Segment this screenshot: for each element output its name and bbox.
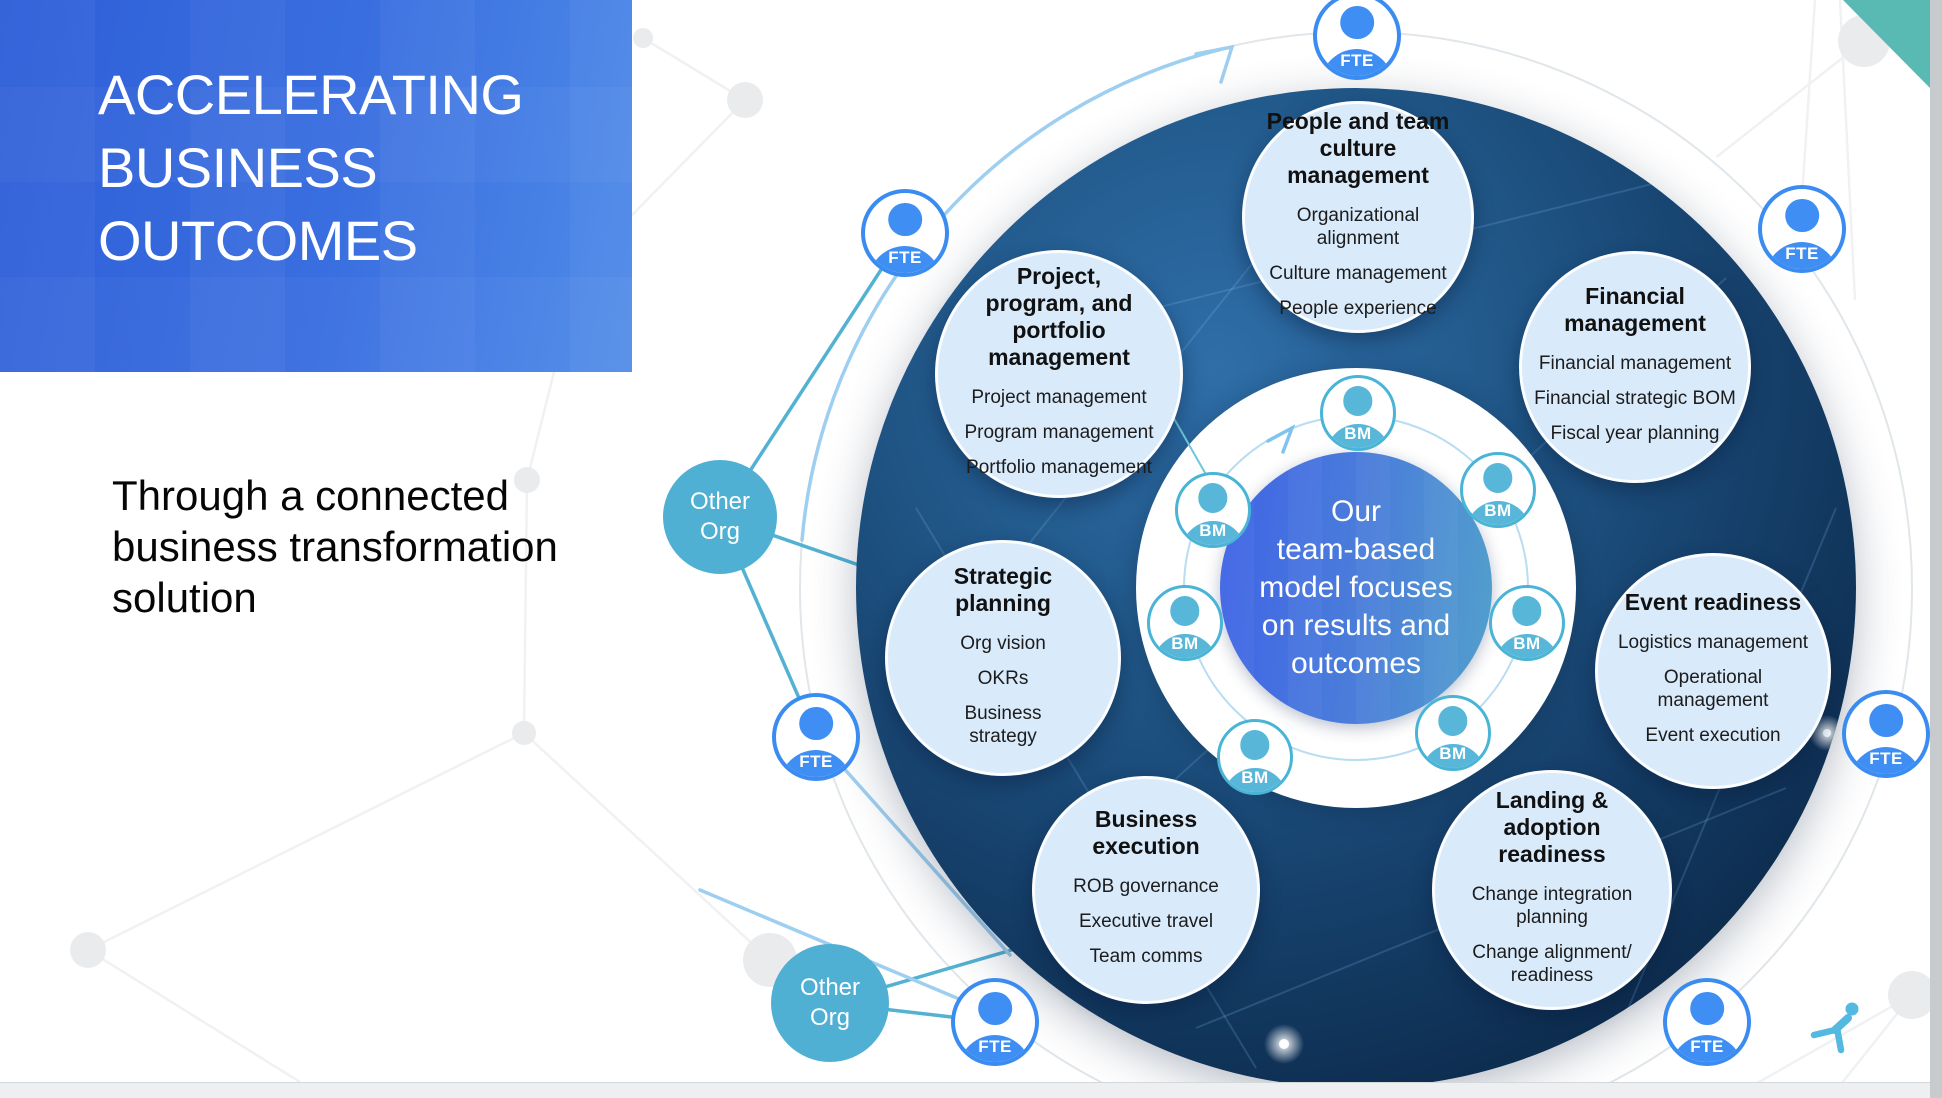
bubble-title: Financial management <box>1564 283 1706 336</box>
bottom-edge-strip <box>0 1082 1942 1098</box>
bm-avatar-left: BM <box>1147 585 1223 661</box>
bubble-item: OKRs <box>977 667 1029 689</box>
fte-label: FTE <box>1340 51 1374 71</box>
bubble-item: Program management <box>964 422 1154 443</box>
bm-label: BM <box>1171 633 1199 653</box>
person-icon <box>1343 386 1373 416</box>
bubble-title: Project, program, and portfolio manageme… <box>985 263 1133 370</box>
bubble-event-readiness: Event readiness Logistics management Ope… <box>1595 553 1831 789</box>
person-icon-torso <box>1178 521 1248 545</box>
person-icon <box>1483 463 1513 493</box>
page-title: ACCELERATING BUSINESS OUTCOMES <box>98 58 524 277</box>
person-icon <box>1170 596 1200 626</box>
fte-avatar-left: FTE <box>772 693 860 781</box>
bubble-item: Financial management <box>1538 353 1732 374</box>
fte-avatar-upper-left: FTE <box>861 189 949 277</box>
person-icon <box>1240 730 1270 760</box>
fte-label: FTE <box>1785 244 1819 264</box>
person-icon <box>799 706 833 741</box>
person-icon <box>1869 703 1903 738</box>
bubble-title: Business execution <box>1092 806 1200 859</box>
subtitle: Through a connected business transformat… <box>112 472 558 621</box>
bubble-financial-management: Financial management Financial managemen… <box>1519 251 1751 483</box>
fte-avatar-right: FTE <box>1842 690 1930 778</box>
bm-avatar-upper-right: BM <box>1460 452 1536 528</box>
center-text: Our team-based model focuses on results … <box>1259 495 1453 680</box>
bubble-item: Business strategy <box>964 702 1042 747</box>
other-org-node-upper: Other Org <box>663 460 777 574</box>
header-block: ACCELERATING BUSINESS OUTCOMES <box>0 0 632 372</box>
runner-logo-icon <box>1810 1002 1859 1054</box>
bubble-item: Organizational alignment <box>1296 205 1420 249</box>
person-icon-torso <box>1220 768 1290 792</box>
person-icon-torso <box>1323 424 1393 448</box>
bubble-item: ROB governance <box>1073 876 1219 897</box>
other-org-label: Other Org <box>689 488 751 545</box>
person-icon <box>1340 5 1374 40</box>
bubble-title: Event readiness <box>1624 589 1802 615</box>
bubble-project-program-portfolio: Project, program, and portfolio manageme… <box>935 250 1183 498</box>
bm-label: BM <box>1484 500 1512 520</box>
bm-label: BM <box>1513 633 1541 653</box>
title-line-1: ACCELERATING <box>98 63 524 126</box>
bm-label: BM <box>1241 767 1269 787</box>
bm-avatar-lower-left: BM <box>1217 719 1293 795</box>
bubble-landing-adoption: Landing & adoption readiness Change inte… <box>1432 770 1672 1010</box>
center-statement: Our team-based model focuses on results … <box>1220 452 1492 724</box>
fte-label: FTE <box>1869 749 1903 769</box>
fte-avatar-top: FTE <box>1313 0 1401 80</box>
bubble-strategic-planning: Strategic planning Org vision OKRs Busin… <box>885 540 1121 776</box>
bm-label: BM <box>1439 743 1467 763</box>
bubble-item: Operational management <box>1657 667 1769 711</box>
bubble-item: Portfolio management <box>966 457 1152 478</box>
bubble-item: Project management <box>971 387 1147 408</box>
bubble-item: Financial strategic BOM <box>1534 388 1736 409</box>
bubble-business-execution: Business execution ROB governance Execut… <box>1032 776 1260 1004</box>
fte-label: FTE <box>1690 1037 1724 1057</box>
title-line-2: BUSINESS <box>98 136 378 199</box>
corner-accent-triangle <box>1843 0 1930 88</box>
bubble-item: People experience <box>1279 298 1437 319</box>
person-icon-torso <box>1418 744 1488 768</box>
person-icon-torso <box>1150 634 1220 658</box>
person-icon <box>1785 198 1819 233</box>
bubble-item: Fiscal year planning <box>1550 423 1720 444</box>
bm-avatar-lower-right: BM <box>1415 695 1491 771</box>
bubble-item: Logistics management <box>1617 632 1809 653</box>
person-icon <box>1690 991 1724 1026</box>
person-icon <box>1512 596 1542 626</box>
person-icon <box>888 202 922 237</box>
bubble-item: Change alignment/ readiness <box>1472 942 1632 986</box>
person-icon <box>1198 483 1228 513</box>
fte-avatar-upper-right: FTE <box>1758 185 1846 273</box>
bubble-item: Executive travel <box>1078 911 1214 932</box>
person-icon-torso <box>1463 501 1533 525</box>
fte-avatar-bottom-left: FTE <box>951 978 1039 1066</box>
bubble-title: Strategic planning <box>953 562 1053 616</box>
bm-label: BM <box>1344 423 1372 443</box>
bm-avatar-upper-left: BM <box>1175 472 1251 548</box>
other-org-label: Other Org <box>799 974 861 1031</box>
bubble-title: People and team culture management <box>1266 108 1450 188</box>
bubble-item: Event execution <box>1645 725 1781 746</box>
fte-avatar-bottom-right: FTE <box>1663 978 1751 1066</box>
bm-avatar-right: BM <box>1489 585 1565 661</box>
bubble-item: Team comms <box>1089 946 1203 967</box>
fte-label: FTE <box>799 752 833 772</box>
fte-label: FTE <box>888 248 922 268</box>
fte-label: FTE <box>978 1037 1012 1057</box>
person-icon-torso <box>1492 634 1562 658</box>
right-edge-strip <box>1930 0 1942 1098</box>
other-org-node-lower: Other Org <box>771 944 889 1062</box>
bm-avatar-top: BM <box>1320 375 1396 451</box>
bubble-item: Culture management <box>1269 263 1447 284</box>
title-line-3: OUTCOMES <box>98 209 418 272</box>
bubble-item: Org vision <box>960 632 1046 654</box>
bubble-title: Landing & adoption readiness <box>1495 787 1609 867</box>
person-icon <box>978 991 1012 1026</box>
bubble-people-team-culture: People and team culture management Organ… <box>1242 101 1474 333</box>
bubble-item: Change integration planning <box>1471 884 1633 928</box>
person-icon <box>1438 706 1468 736</box>
bm-label: BM <box>1199 520 1227 540</box>
